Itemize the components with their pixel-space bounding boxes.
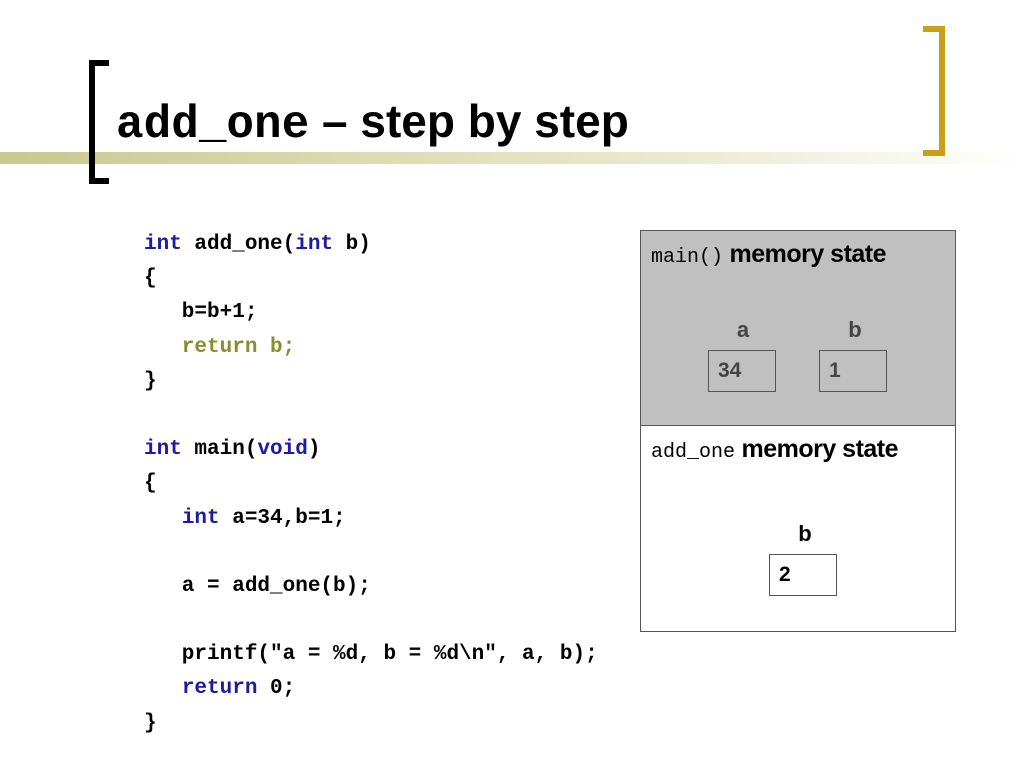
code-token: a = add_one(b); <box>144 574 371 598</box>
main-var-a-label: a <box>736 317 750 342</box>
right-bracket-decoration <box>923 26 945 156</box>
title-text-part: – step by step <box>309 95 629 147</box>
code-line: a = add_one(b); <box>144 570 598 604</box>
add-one-var-b-label: b <box>798 521 812 546</box>
title-accent-bar <box>0 152 1024 164</box>
code-line: int add_one(int b) <box>144 228 598 262</box>
code-line: return 0; <box>144 672 598 706</box>
code-line: { <box>144 262 598 296</box>
main-memory-title-text: memory state <box>723 240 887 268</box>
code-line: } <box>144 707 598 741</box>
add-one-memory-title-text: memory state <box>735 435 899 463</box>
add-one-memory-panel: add_one memory state b 2 <box>640 426 956 632</box>
main-memory-title-code: main() <box>651 246 724 269</box>
code-token: printf("a = %d, b = %d\n", a, b); <box>144 643 598 667</box>
code-keyword: return <box>181 677 258 701</box>
code-line <box>144 536 598 570</box>
code-keyword: void <box>257 438 308 462</box>
code-token: b=b+1; <box>144 301 258 325</box>
code-token: } <box>144 711 157 735</box>
code-token: add_one( <box>181 233 296 256</box>
code-line <box>144 399 598 433</box>
code-line: int a=34,b=1; <box>144 502 598 536</box>
main-memory-panel: main() memory state a b 34 1 <box>640 230 956 426</box>
code-keyword: int <box>181 506 220 530</box>
code-keyword: int <box>144 233 182 256</box>
code-token: } <box>144 369 157 393</box>
code-line: b=b+1; <box>144 296 598 330</box>
code-line: return b; <box>144 331 598 365</box>
code-token: a=34,b=1; <box>219 506 346 530</box>
main-memory-title: main() memory state <box>651 237 941 275</box>
code-keyword: int <box>144 438 182 462</box>
code-keyword: int <box>295 233 334 256</box>
code-token: 0; <box>257 677 296 701</box>
slide-title: add_one – step by step <box>116 98 629 168</box>
code-token <box>144 507 182 530</box>
code-token: ) <box>307 438 321 462</box>
code-line: int main(void) <box>144 433 598 467</box>
main-var-b-value: 1 <box>819 350 887 392</box>
main-var-b-label: b <box>848 317 862 342</box>
title-code-part: add_one <box>116 99 310 151</box>
code-token: main( <box>181 438 258 462</box>
code-token <box>144 677 182 700</box>
code-token: { <box>144 267 157 291</box>
code-line: printf("a = %d, b = %d\n", a, b); <box>144 638 598 672</box>
main-var-a-value: 34 <box>708 350 776 392</box>
code-token: b) <box>333 233 371 256</box>
code-line <box>144 604 598 638</box>
add-one-memory-title-code: add_one <box>651 441 736 464</box>
add-one-memory-title: add_one memory state <box>651 432 941 470</box>
code-block: int add_one(int b){ b=b+1; return b;}int… <box>144 228 598 741</box>
code-token: { <box>144 472 157 496</box>
add-one-var-b-value: 2 <box>769 554 837 596</box>
left-bracket-decoration <box>89 60 109 184</box>
code-line: } <box>144 365 598 399</box>
code-line: { <box>144 467 598 501</box>
code-return-highlight: return b; <box>144 335 296 359</box>
